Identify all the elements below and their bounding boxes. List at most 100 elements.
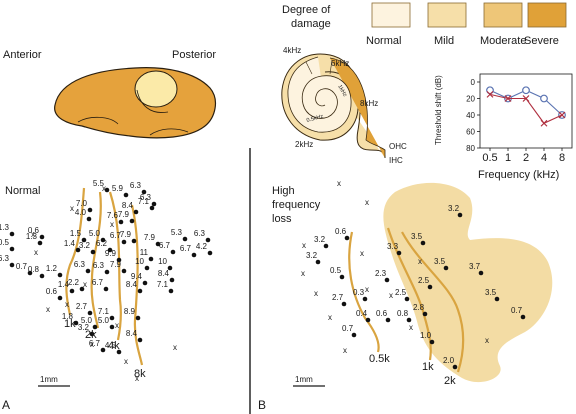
isofreq-line-4k (108, 191, 122, 341)
legend-swatch-3 (527, 2, 567, 28)
panel-a-site-dot (141, 189, 147, 195)
chart-point-x (486, 90, 494, 98)
legend-swatch-1 (427, 2, 467, 28)
panel-b-site-dot (365, 317, 371, 323)
panel-a-site-value: 6.3 (130, 181, 142, 190)
panel-a-site-dot (87, 207, 93, 213)
panel-a-site-value: 4.5 (105, 341, 117, 350)
panel-b-no-response-mark: x (409, 323, 413, 332)
chart-y-tick-label: 60 (466, 128, 475, 137)
panel-a-site-value: 6.7 (92, 278, 104, 287)
panel-a-site-value: 7.9 (118, 210, 130, 219)
panel-a-site-dot (148, 256, 154, 262)
isofreq-label-4k: 4k (108, 340, 120, 352)
panel-b-no-response-mark: x (365, 285, 369, 294)
cochlea-label-ihc: IHC (389, 156, 403, 165)
panel-a-site-value: 5.9 (112, 184, 124, 193)
chart-point-circle (522, 86, 530, 95)
chart-x-tick-label: 1 (505, 152, 511, 164)
chart-y-tick-label: 80 (466, 144, 475, 153)
panel-b-site-dot (494, 296, 500, 302)
panel-b-site-value: 3.3 (387, 242, 399, 251)
panel-a-site-value: 7.9 (144, 233, 156, 242)
panel-b-site-value: 0.6 (376, 309, 388, 318)
panel-b-site-value: 3.2 (448, 204, 460, 213)
panel-b-no-response-mark: x (302, 241, 306, 250)
panel-a-no-response-mark: x (173, 343, 177, 352)
isofreq-line-8k (130, 204, 144, 366)
panel-a-site-dot (107, 247, 113, 253)
panel-a-site-value: 7.1 (157, 280, 169, 289)
panel-a-site-dot (57, 272, 63, 278)
panel-a-site-value: 9.9 (105, 249, 117, 258)
panel-a-site-dot (86, 216, 92, 222)
isofreq-line-2k-b (401, 231, 465, 373)
isofreq-label-2k-b: 2k (444, 375, 456, 387)
panel-a-no-response-mark: x (31, 230, 35, 239)
panel-a-site-value: 1.4 (58, 280, 70, 289)
isofreq-label-1k-b: 1k (422, 361, 434, 373)
normal-label: Normal (5, 185, 40, 197)
panel-b-site-value: 2.0 (443, 356, 455, 365)
panel-a-site-value: 7.6 (107, 211, 119, 220)
panel-a-no-response-mark: x (110, 220, 114, 229)
cochlea-label-0.5khz: 0.5kHz (306, 114, 324, 124)
panel-b-no-response-mark: x (418, 257, 422, 266)
chart-y-tick-label: 0 (471, 78, 476, 87)
panel-a-site-dot (168, 288, 174, 294)
panel-b-site-dot (396, 250, 402, 256)
panel-a-site-dot (137, 288, 143, 294)
panel-b-title-line2: frequency (272, 199, 321, 211)
panel-a-no-response-mark: x (70, 204, 74, 213)
panel-b-site-value: 3.7 (469, 262, 481, 271)
cochlea-label-ohc: OHC (389, 142, 407, 151)
panel-a-site-dot (169, 277, 175, 283)
panel-a-site-value: 6.7 (110, 231, 122, 240)
panel-a-site-value: 7.9 (110, 260, 122, 269)
panel-b-site-dot (427, 284, 433, 290)
panel-b-site-value: 2.8 (413, 303, 425, 312)
panel-a-no-response-mark: x (83, 280, 87, 289)
panel-a-site-value: 7.0 (76, 199, 88, 208)
panel-a-site-dot (129, 218, 135, 224)
panel-b-no-response-mark: x (343, 346, 347, 355)
panel-b-no-response-mark: x (485, 336, 489, 345)
chart-x-tick-label: 0.5 (482, 152, 497, 164)
chart-y-tick-label: 20 (466, 95, 475, 104)
panel-a-site-value: 7.1 (138, 197, 150, 206)
panel-a-site-value: 1.8 (62, 312, 74, 321)
panel-b-site-dot (452, 364, 458, 370)
legend-title-line2: damage (291, 18, 331, 30)
chart-x-tick-label: 4 (541, 152, 547, 164)
panel-b-site-value: 3.2 (306, 251, 318, 260)
panel-a-site-value: 5.3 (171, 228, 183, 237)
panel-a-site-value: 6.7 (180, 244, 192, 253)
panel-a-site-value: 7.1 (98, 307, 110, 316)
panel-a-site-value: 0.8 (28, 265, 40, 274)
scale-label-b: 1mm (295, 375, 313, 384)
panel-a-site-dot (9, 246, 15, 252)
panel-a-site-dot (109, 315, 115, 321)
panel-a-site-dot (39, 234, 45, 240)
panel-b-no-response-mark: x (337, 179, 341, 188)
panel-a-site-value: 5.0 (98, 316, 110, 325)
panel-a-site-dot (155, 241, 161, 247)
panel-b-site-dot (478, 270, 484, 276)
panel-a-site-dot (57, 295, 63, 301)
panel-a-site-value: 6.3 (0, 254, 10, 263)
panel-a-site-dot (109, 324, 115, 330)
panel-b-site-value: 2.5 (418, 276, 430, 285)
legend-swatch-2 (483, 2, 523, 28)
panel-a-site-dot (123, 192, 129, 198)
panel-a-site-value: 6.3 (93, 261, 105, 270)
panel-b-site-value: 2.7 (332, 293, 344, 302)
panel-b-site-value: 3.2 (314, 235, 326, 244)
panel-a-no-response-mark: x (102, 184, 106, 193)
legend-label-1: Mild (434, 35, 454, 47)
panel-a-site-dot (81, 237, 87, 243)
panel-a-site-value: 5.0 (81, 316, 93, 325)
panel-a-site-dot (89, 331, 95, 337)
